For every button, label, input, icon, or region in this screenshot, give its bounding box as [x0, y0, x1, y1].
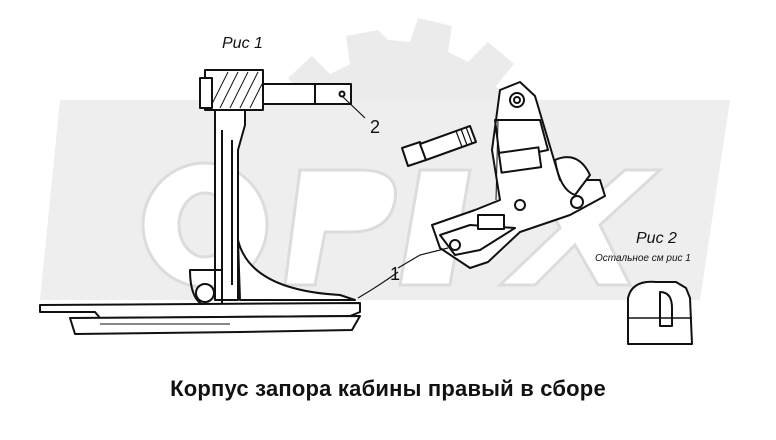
bolt-drawing	[401, 125, 477, 167]
figure2-note: Остальное см рис 1	[595, 253, 691, 264]
callout-leaders	[341, 95, 449, 299]
callout-2: 2	[370, 117, 380, 137]
clip-detail-drawing	[627, 280, 693, 345]
bracket-drawing	[39, 69, 361, 335]
diagram-caption: Корпус запора кабины правый в сборе	[170, 376, 606, 401]
lock-housing-drawing	[431, 81, 606, 269]
callout-1: 1	[390, 264, 400, 284]
figure1-label: Рис 1	[222, 35, 263, 52]
figure2-label: Рис 2	[636, 230, 677, 247]
